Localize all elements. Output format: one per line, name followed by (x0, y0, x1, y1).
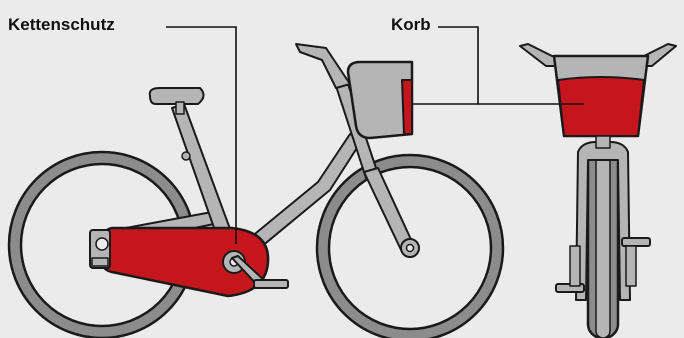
label-chainguard: Kettenschutz (8, 15, 115, 35)
seat-clamp (182, 152, 190, 160)
rear-hub (90, 230, 110, 268)
label-basket: Korb (391, 15, 431, 35)
bike-front-view (520, 44, 676, 338)
front-view-pedal-right (622, 238, 650, 246)
basket-front (554, 56, 648, 148)
handlebar (296, 44, 350, 88)
basket-side (348, 62, 412, 138)
bike-side-view (9, 44, 503, 338)
basket-leader (412, 27, 478, 104)
seat-post (176, 102, 184, 114)
